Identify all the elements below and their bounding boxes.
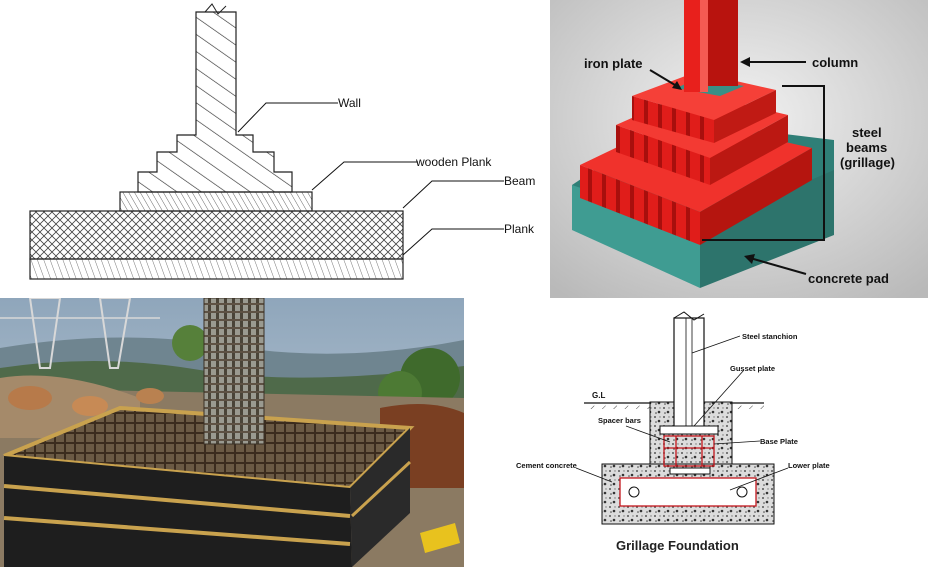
label-wall: Wall [338, 96, 361, 110]
label-iron-plate: iron plate [584, 56, 643, 71]
plank-shape [29, 258, 404, 280]
rebar-cage-photo-icon [0, 298, 464, 567]
caption-grillage-foundation: Grillage Foundation [616, 538, 739, 553]
beam-shape [29, 210, 404, 260]
grillage-foundation-section: Steel stanchion G.L Gusset plate Spacer … [464, 298, 928, 567]
wooden-plank-shape [119, 191, 313, 212]
steel-grillage-svg: iron plate column steel beams (grillage)… [550, 0, 928, 298]
label-gl: G.L [592, 391, 605, 400]
label-steel-beams-3: (grillage) [840, 155, 895, 170]
label-gusset-plate: Gusset plate [730, 364, 775, 373]
label-wooden-plank: wooden Plank [415, 155, 492, 169]
wall-foundation-drawing: Wall wooden Plank Beam Plank [0, 0, 548, 296]
rebar-formwork-photo [0, 298, 464, 567]
label-concrete-pad: concrete pad [808, 271, 889, 286]
label-steel-beams-1: steel [852, 125, 882, 140]
wall-shape [137, 11, 293, 193]
label-steel-beams-2: beams [846, 140, 887, 155]
label-steel-stanchion: Steel stanchion [742, 332, 798, 341]
steel-grillage-render: iron plate column steel beams (grillage)… [550, 0, 928, 298]
label-beam: Beam [504, 174, 535, 188]
label-cement-concrete: Cement concrete [516, 461, 577, 470]
label-plank: Plank [504, 222, 535, 236]
label-lower-plate: Lower plate [788, 461, 830, 470]
label-base-plate: Base Plate [760, 437, 798, 446]
wall-foundation-svg: Wall wooden Plank Beam Plank [29, 3, 535, 280]
grillage-section-svg: Steel stanchion G.L Gusset plate Spacer … [516, 311, 830, 553]
label-spacer-bars: Spacer bars [598, 416, 641, 425]
label-column: column [812, 55, 858, 70]
